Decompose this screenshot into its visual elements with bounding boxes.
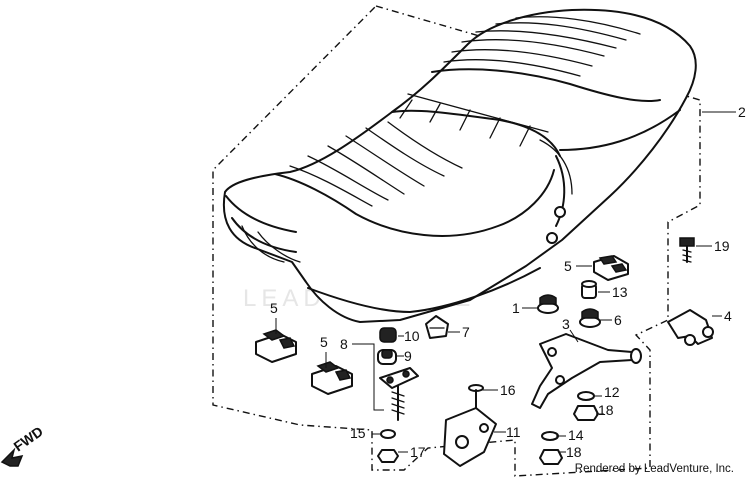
callout-13: 13 bbox=[612, 284, 628, 300]
nut-18a bbox=[573, 405, 599, 421]
washer-12 bbox=[577, 391, 595, 401]
callout-14: 14 bbox=[568, 427, 584, 443]
nut-17 bbox=[377, 449, 399, 463]
callout-16: 16 bbox=[500, 382, 516, 398]
stopper-rubber-center bbox=[311, 361, 353, 395]
callout-6: 6 bbox=[614, 312, 622, 328]
callout-1: 1 bbox=[512, 300, 520, 316]
forward-direction-indicator: FWD bbox=[0, 423, 46, 467]
stopper-rubber-right bbox=[593, 255, 629, 281]
callout-5-right: 5 bbox=[564, 258, 572, 274]
callout-8: 8 bbox=[340, 336, 348, 352]
callout-5-left: 5 bbox=[270, 300, 278, 316]
callout-5-center: 5 bbox=[320, 334, 328, 350]
damper-rubber bbox=[537, 294, 559, 314]
screw bbox=[468, 384, 484, 409]
leader-lines bbox=[275, 111, 736, 453]
side-bracket bbox=[667, 309, 714, 346]
callout-17: 17 bbox=[410, 444, 426, 460]
fwd-label: FWD bbox=[11, 423, 46, 454]
nut-18b bbox=[539, 449, 563, 465]
callout-19: 19 bbox=[714, 238, 730, 254]
spring bbox=[379, 327, 397, 343]
washer-14 bbox=[541, 431, 559, 441]
latch-plate bbox=[443, 407, 497, 467]
callout-15: 15 bbox=[350, 425, 366, 441]
washer-15 bbox=[380, 429, 396, 439]
callout-12: 12 bbox=[604, 384, 620, 400]
seat-bolt bbox=[679, 237, 695, 263]
callout-18-upper: 18 bbox=[598, 402, 614, 418]
callout-10: 10 bbox=[404, 328, 420, 344]
cushion bbox=[425, 315, 449, 339]
hinge-bracket bbox=[531, 333, 642, 409]
callout-9: 9 bbox=[404, 348, 412, 364]
fwd-arrow-icon bbox=[0, 447, 24, 467]
grommet bbox=[579, 308, 601, 328]
render-credit: Rendered by LeadVenture, Inc. bbox=[574, 463, 734, 475]
cap bbox=[377, 349, 397, 365]
callout-11: 11 bbox=[506, 424, 521, 440]
seat-assembly bbox=[222, 8, 697, 323]
callout-3: 3 bbox=[562, 316, 570, 332]
collar bbox=[581, 280, 597, 299]
callout-4: 4 bbox=[724, 308, 732, 324]
lock-assembly bbox=[379, 367, 419, 421]
callout-7: 7 bbox=[462, 324, 470, 340]
callout-18-lower: 18 bbox=[566, 444, 582, 460]
callout-2: 2 bbox=[738, 104, 746, 120]
stopper-rubber-left bbox=[255, 329, 297, 363]
